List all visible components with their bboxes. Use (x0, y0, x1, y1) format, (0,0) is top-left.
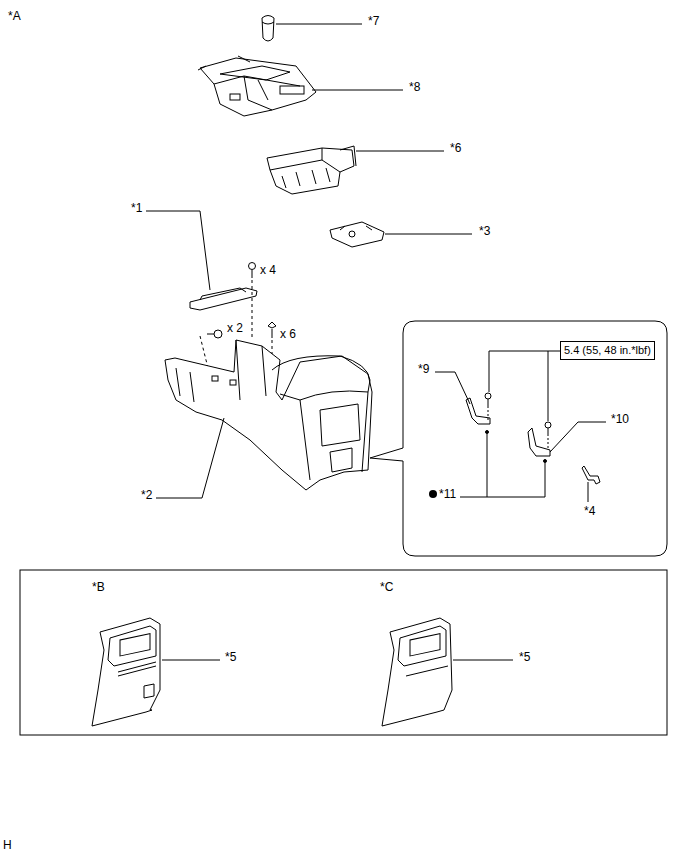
quantity-label: x 4 (259, 263, 277, 277)
view-label: *C (379, 580, 394, 594)
callout-number: *2 (140, 488, 153, 502)
torque-value: 5.4 (55, 48 in.*lbf) (564, 344, 651, 356)
callout-number: *5 (224, 650, 237, 664)
callout-number: *3 (478, 224, 491, 238)
callout-number: *8 (408, 80, 421, 94)
callout-number: *1 (130, 201, 143, 215)
callout-number: *6 (449, 141, 462, 155)
callout-number: *9 (417, 362, 430, 376)
figure-code: H (2, 838, 13, 852)
callout-number: *4 (583, 504, 596, 518)
view-label: *B (91, 580, 106, 594)
torque-box: 5.4 (55, 48 in.*lbf) (560, 341, 655, 360)
callout-number: *11 (438, 487, 457, 501)
callout-number: *10 (610, 412, 630, 426)
quantity-label: x 6 (279, 327, 297, 341)
callout-number: *7 (367, 14, 380, 28)
view-label: *A (7, 9, 22, 23)
callout-number: *5 (518, 650, 531, 664)
quantity-label: x 2 (226, 321, 244, 335)
